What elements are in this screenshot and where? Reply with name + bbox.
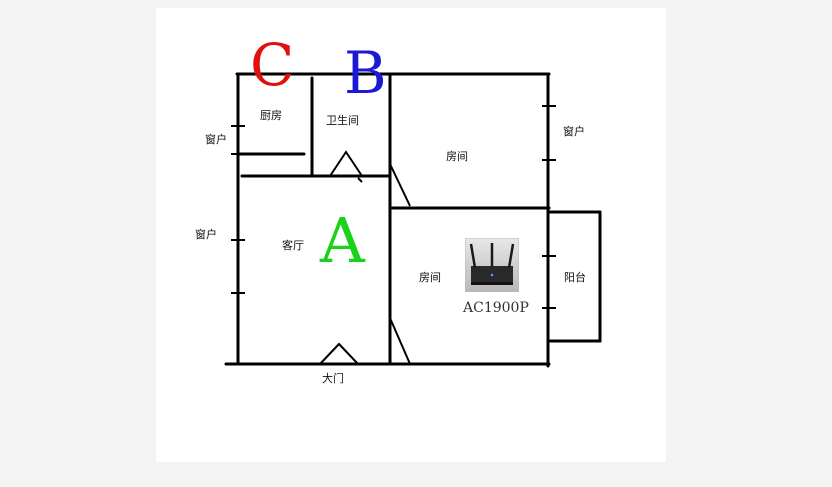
room-label-bathroom: 卫生间 [326, 114, 359, 127]
room-label-balcony: 阳台 [564, 271, 586, 284]
window-label-right: 窗户 [563, 125, 585, 138]
window-label-left-upper: 窗户 [205, 133, 227, 146]
room-label-bedroom-upper: 房间 [446, 150, 468, 163]
floor-plan-paper [156, 8, 666, 462]
router-model-label: AC1900P [463, 300, 529, 316]
front-door-label: 大门 [322, 372, 344, 385]
room-label-living-room: 客厅 [282, 239, 304, 252]
room-label-bedroom-lower: 房间 [419, 271, 441, 284]
zone-c-label: C [250, 31, 295, 99]
zone-b-label: B [344, 39, 387, 107]
room-label-kitchen: 厨房 [260, 109, 282, 122]
window-label-left-lower: 窗户 [195, 228, 217, 241]
router-icon [465, 238, 519, 292]
zone-a-label: A [320, 204, 365, 277]
